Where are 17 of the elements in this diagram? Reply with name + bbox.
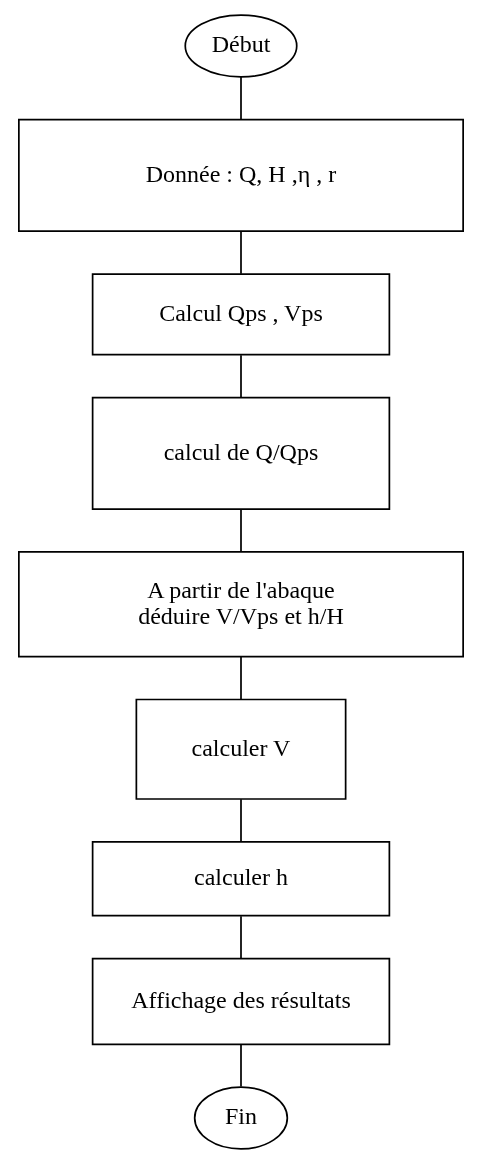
node-box: Donnée : Q, H ,η , r bbox=[17, 118, 464, 233]
connector bbox=[239, 76, 242, 121]
node-ellipse: Fin bbox=[193, 1086, 288, 1150]
connector bbox=[239, 656, 242, 701]
node-ellipse: Début bbox=[183, 14, 298, 78]
connector bbox=[239, 915, 242, 959]
node-box: calcul de Q/Qps bbox=[91, 396, 390, 510]
node-box: Affichage des résultats bbox=[91, 957, 390, 1046]
node-box: A partir de l'abaque déduire V/Vps et h/H bbox=[17, 551, 464, 658]
node-box: calculer V bbox=[135, 698, 346, 800]
connector bbox=[239, 1043, 242, 1088]
connector bbox=[239, 354, 242, 399]
node-box: calculer h bbox=[91, 841, 390, 917]
connector bbox=[239, 798, 242, 842]
connector bbox=[239, 508, 242, 553]
node-box: Calcul Qps , Vps bbox=[91, 273, 390, 356]
connector bbox=[239, 230, 242, 275]
